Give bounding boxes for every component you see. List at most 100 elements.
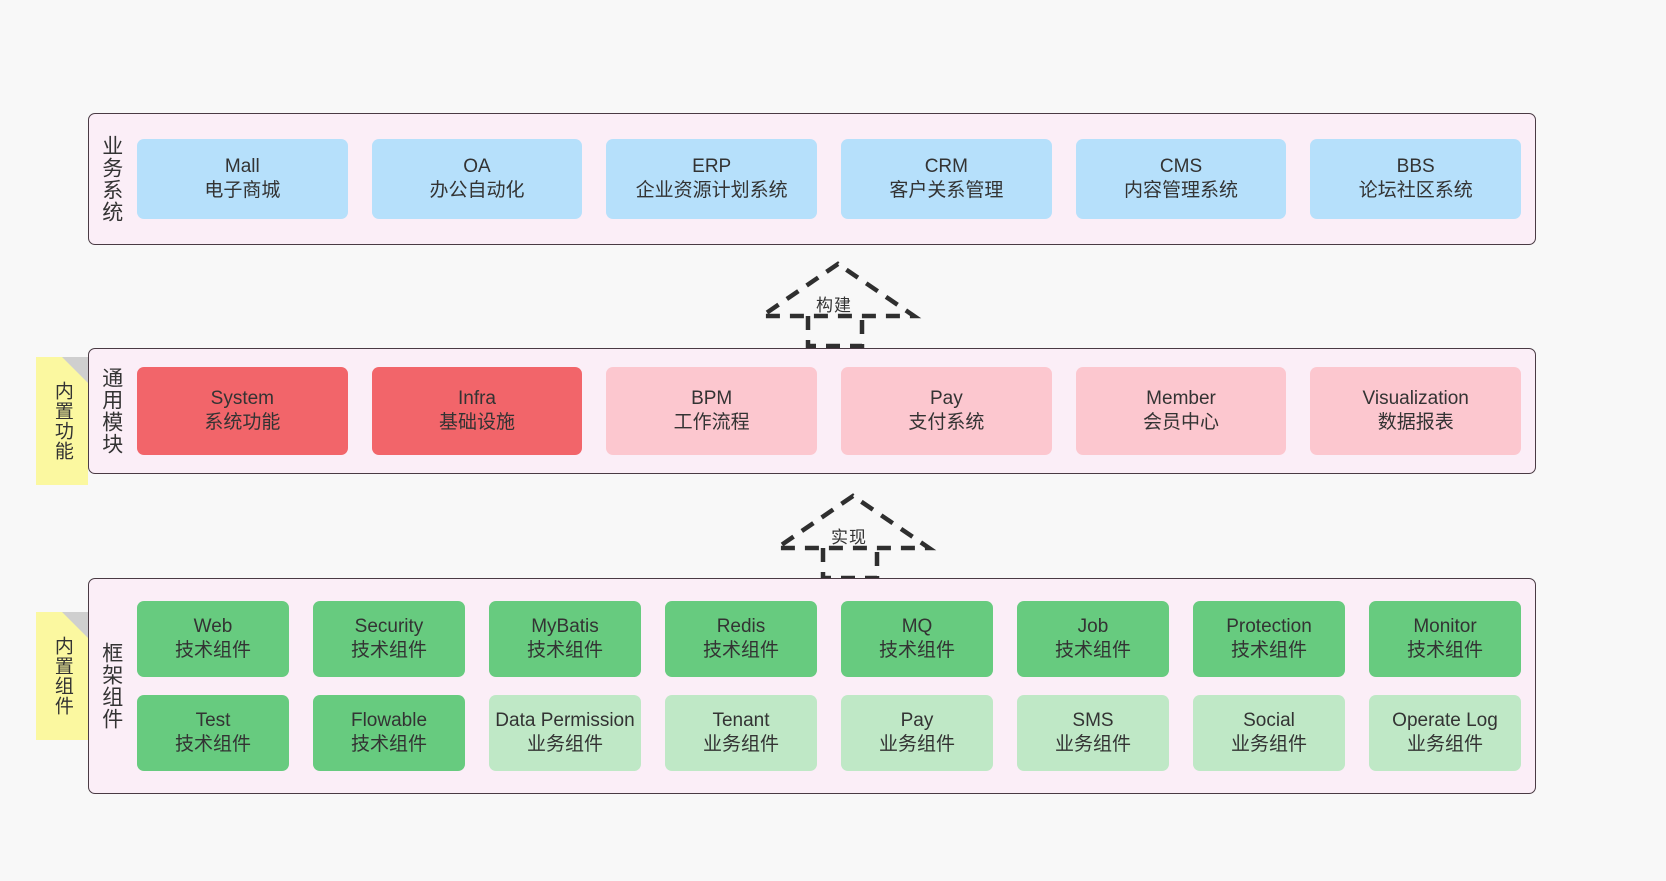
node-job-name: Job	[1077, 616, 1109, 638]
node-social-desc: 业务组件	[1230, 734, 1307, 755]
note-builtin-components-text: 内置组件	[51, 636, 73, 716]
layer-business-body: Mall 电子商城 OA 办公自动化 ERP 企业资源计划系统 CRM 客户关系…	[133, 114, 1535, 244]
node-monitor-desc: 技术组件	[1406, 640, 1483, 661]
node-web[interactable]: Web 技术组件	[137, 601, 289, 677]
node-operate-log-name: Operate Log	[1392, 710, 1498, 732]
node-sms-name: SMS	[1072, 710, 1114, 732]
node-visualization-desc: 数据报表	[1377, 412, 1454, 433]
node-pay-component-name: Pay	[900, 710, 934, 732]
node-data-permission[interactable]: Data Permission 业务组件	[489, 695, 641, 771]
node-bbs-name: BBS	[1396, 156, 1435, 178]
node-mall-name: Mall	[224, 156, 260, 178]
module-node-row: System 系统功能 Infra 基础设施 BPM 工作流程 Pay 支付系统…	[137, 367, 1522, 455]
node-protection-desc: 技术组件	[1230, 640, 1307, 661]
node-oa-desc: 办公自动化	[429, 180, 525, 201]
node-cms-name: CMS	[1159, 156, 1203, 178]
node-pay-component-desc: 业务组件	[878, 734, 955, 755]
node-social[interactable]: Social 业务组件	[1193, 695, 1345, 771]
connector-build-label: 构建	[816, 296, 852, 315]
node-infra[interactable]: Infra 基础设施	[371, 367, 583, 455]
node-mq[interactable]: MQ 技术组件	[841, 601, 993, 677]
node-protection[interactable]: Protection 技术组件	[1193, 601, 1345, 677]
node-mq-desc: 技术组件	[878, 640, 955, 661]
node-test-desc: 技术组件	[174, 734, 251, 755]
layer-business-title: 业务系统	[99, 135, 123, 223]
node-bbs-desc: 论坛社区系统	[1358, 180, 1473, 201]
note-builtin-features-text: 内置功能	[51, 381, 73, 461]
node-tenant-desc: 业务组件	[702, 734, 779, 755]
node-protection-name: Protection	[1226, 616, 1312, 638]
node-visualization[interactable]: Visualization 数据报表	[1310, 367, 1522, 455]
node-oa-name: OA	[463, 156, 491, 178]
node-job[interactable]: Job 技术组件	[1017, 601, 1169, 677]
node-operate-log[interactable]: Operate Log 业务组件	[1369, 695, 1521, 771]
node-cms-desc: 内容管理系统	[1124, 180, 1239, 201]
node-monitor-name: Monitor	[1413, 616, 1477, 638]
layer-modules-body: System 系统功能 Infra 基础设施 BPM 工作流程 Pay 支付系统…	[133, 349, 1535, 473]
framework-biz-row: Test 技术组件 Flowable 技术组件 Data Permission …	[137, 695, 1521, 771]
node-redis-desc: 技术组件	[702, 640, 779, 661]
node-security[interactable]: Security 技术组件	[313, 601, 465, 677]
node-oa[interactable]: OA 办公自动化	[371, 139, 583, 219]
node-web-name: Web	[193, 616, 233, 638]
node-monitor[interactable]: Monitor 技术组件	[1369, 601, 1521, 677]
node-bpm-name: BPM	[691, 388, 733, 410]
node-infra-desc: 基础设施	[439, 412, 516, 433]
node-cms[interactable]: CMS 内容管理系统	[1075, 139, 1287, 219]
node-erp[interactable]: ERP 企业资源计划系统	[606, 139, 818, 219]
node-mybatis-desc: 技术组件	[526, 640, 603, 661]
node-system-desc: 系统功能	[204, 412, 281, 433]
node-pay-module-desc: 支付系统	[908, 412, 985, 433]
node-mall[interactable]: Mall 电子商城	[137, 139, 348, 219]
node-erp-name: ERP	[692, 156, 732, 178]
connector-implement-label: 实现	[831, 528, 867, 547]
node-sms[interactable]: SMS 业务组件	[1017, 695, 1169, 771]
layer-framework-components: 框架组件 Web 技术组件 Security 技术组件 MyBatis 技术组件…	[88, 578, 1536, 794]
layer-modules-title: 通用模块	[99, 367, 123, 455]
node-crm-name: CRM	[924, 156, 968, 178]
node-security-desc: 技术组件	[350, 640, 427, 661]
node-visualization-name: Visualization	[1362, 388, 1469, 410]
node-member-name: Member	[1146, 388, 1216, 410]
layer-framework-body: Web 技术组件 Security 技术组件 MyBatis 技术组件 Redi…	[133, 579, 1535, 793]
node-pay-module[interactable]: Pay 支付系统	[841, 367, 1052, 455]
note-builtin-features: 内置功能	[36, 357, 88, 485]
node-infra-name: Infra	[457, 388, 497, 410]
node-mq-name: MQ	[901, 616, 933, 638]
node-system-name: System	[210, 388, 275, 410]
node-redis-name: Redis	[716, 616, 766, 638]
node-operate-log-desc: 业务组件	[1406, 734, 1483, 755]
node-redis[interactable]: Redis 技术组件	[665, 601, 817, 677]
node-flowable[interactable]: Flowable 技术组件	[313, 695, 465, 771]
node-flowable-name: Flowable	[350, 710, 428, 732]
node-system[interactable]: System 系统功能	[137, 367, 348, 455]
node-flowable-desc: 技术组件	[350, 734, 427, 755]
node-mybatis[interactable]: MyBatis 技术组件	[489, 601, 641, 677]
node-bbs[interactable]: BBS 论坛社区系统	[1310, 139, 1522, 219]
node-test[interactable]: Test 技术组件	[137, 695, 289, 771]
node-tenant-name: Tenant	[712, 710, 770, 732]
layer-business-systems: 业务系统 Mall 电子商城 OA 办公自动化 ERP 企业资源计划系统 CRM…	[88, 113, 1536, 245]
note-builtin-components: 内置组件	[36, 612, 88, 740]
framework-tech-row: Web 技术组件 Security 技术组件 MyBatis 技术组件 Redi…	[137, 601, 1521, 677]
node-crm-desc: 客户关系管理	[889, 180, 1004, 201]
node-data-permission-name: Data Permission	[495, 710, 635, 732]
layer-framework-title: 框架组件	[99, 642, 123, 730]
node-mybatis-name: MyBatis	[531, 616, 599, 638]
node-security-name: Security	[354, 616, 424, 638]
node-mall-desc: 电子商城	[204, 180, 281, 201]
business-node-row: Mall 电子商城 OA 办公自动化 ERP 企业资源计划系统 CRM 客户关系…	[137, 139, 1522, 219]
node-data-permission-desc: 业务组件	[526, 734, 603, 755]
node-member-desc: 会员中心	[1143, 412, 1220, 433]
node-pay-component[interactable]: Pay 业务组件	[841, 695, 993, 771]
node-pay-module-name: Pay	[929, 388, 963, 410]
node-job-desc: 技术组件	[1054, 640, 1131, 661]
node-crm[interactable]: CRM 客户关系管理	[841, 139, 1052, 219]
node-erp-desc: 企业资源计划系统	[635, 180, 788, 201]
node-web-desc: 技术组件	[174, 640, 251, 661]
node-tenant[interactable]: Tenant 业务组件	[665, 695, 817, 771]
node-member[interactable]: Member 会员中心	[1075, 367, 1287, 455]
node-social-name: Social	[1243, 710, 1295, 732]
node-bpm[interactable]: BPM 工作流程	[606, 367, 818, 455]
